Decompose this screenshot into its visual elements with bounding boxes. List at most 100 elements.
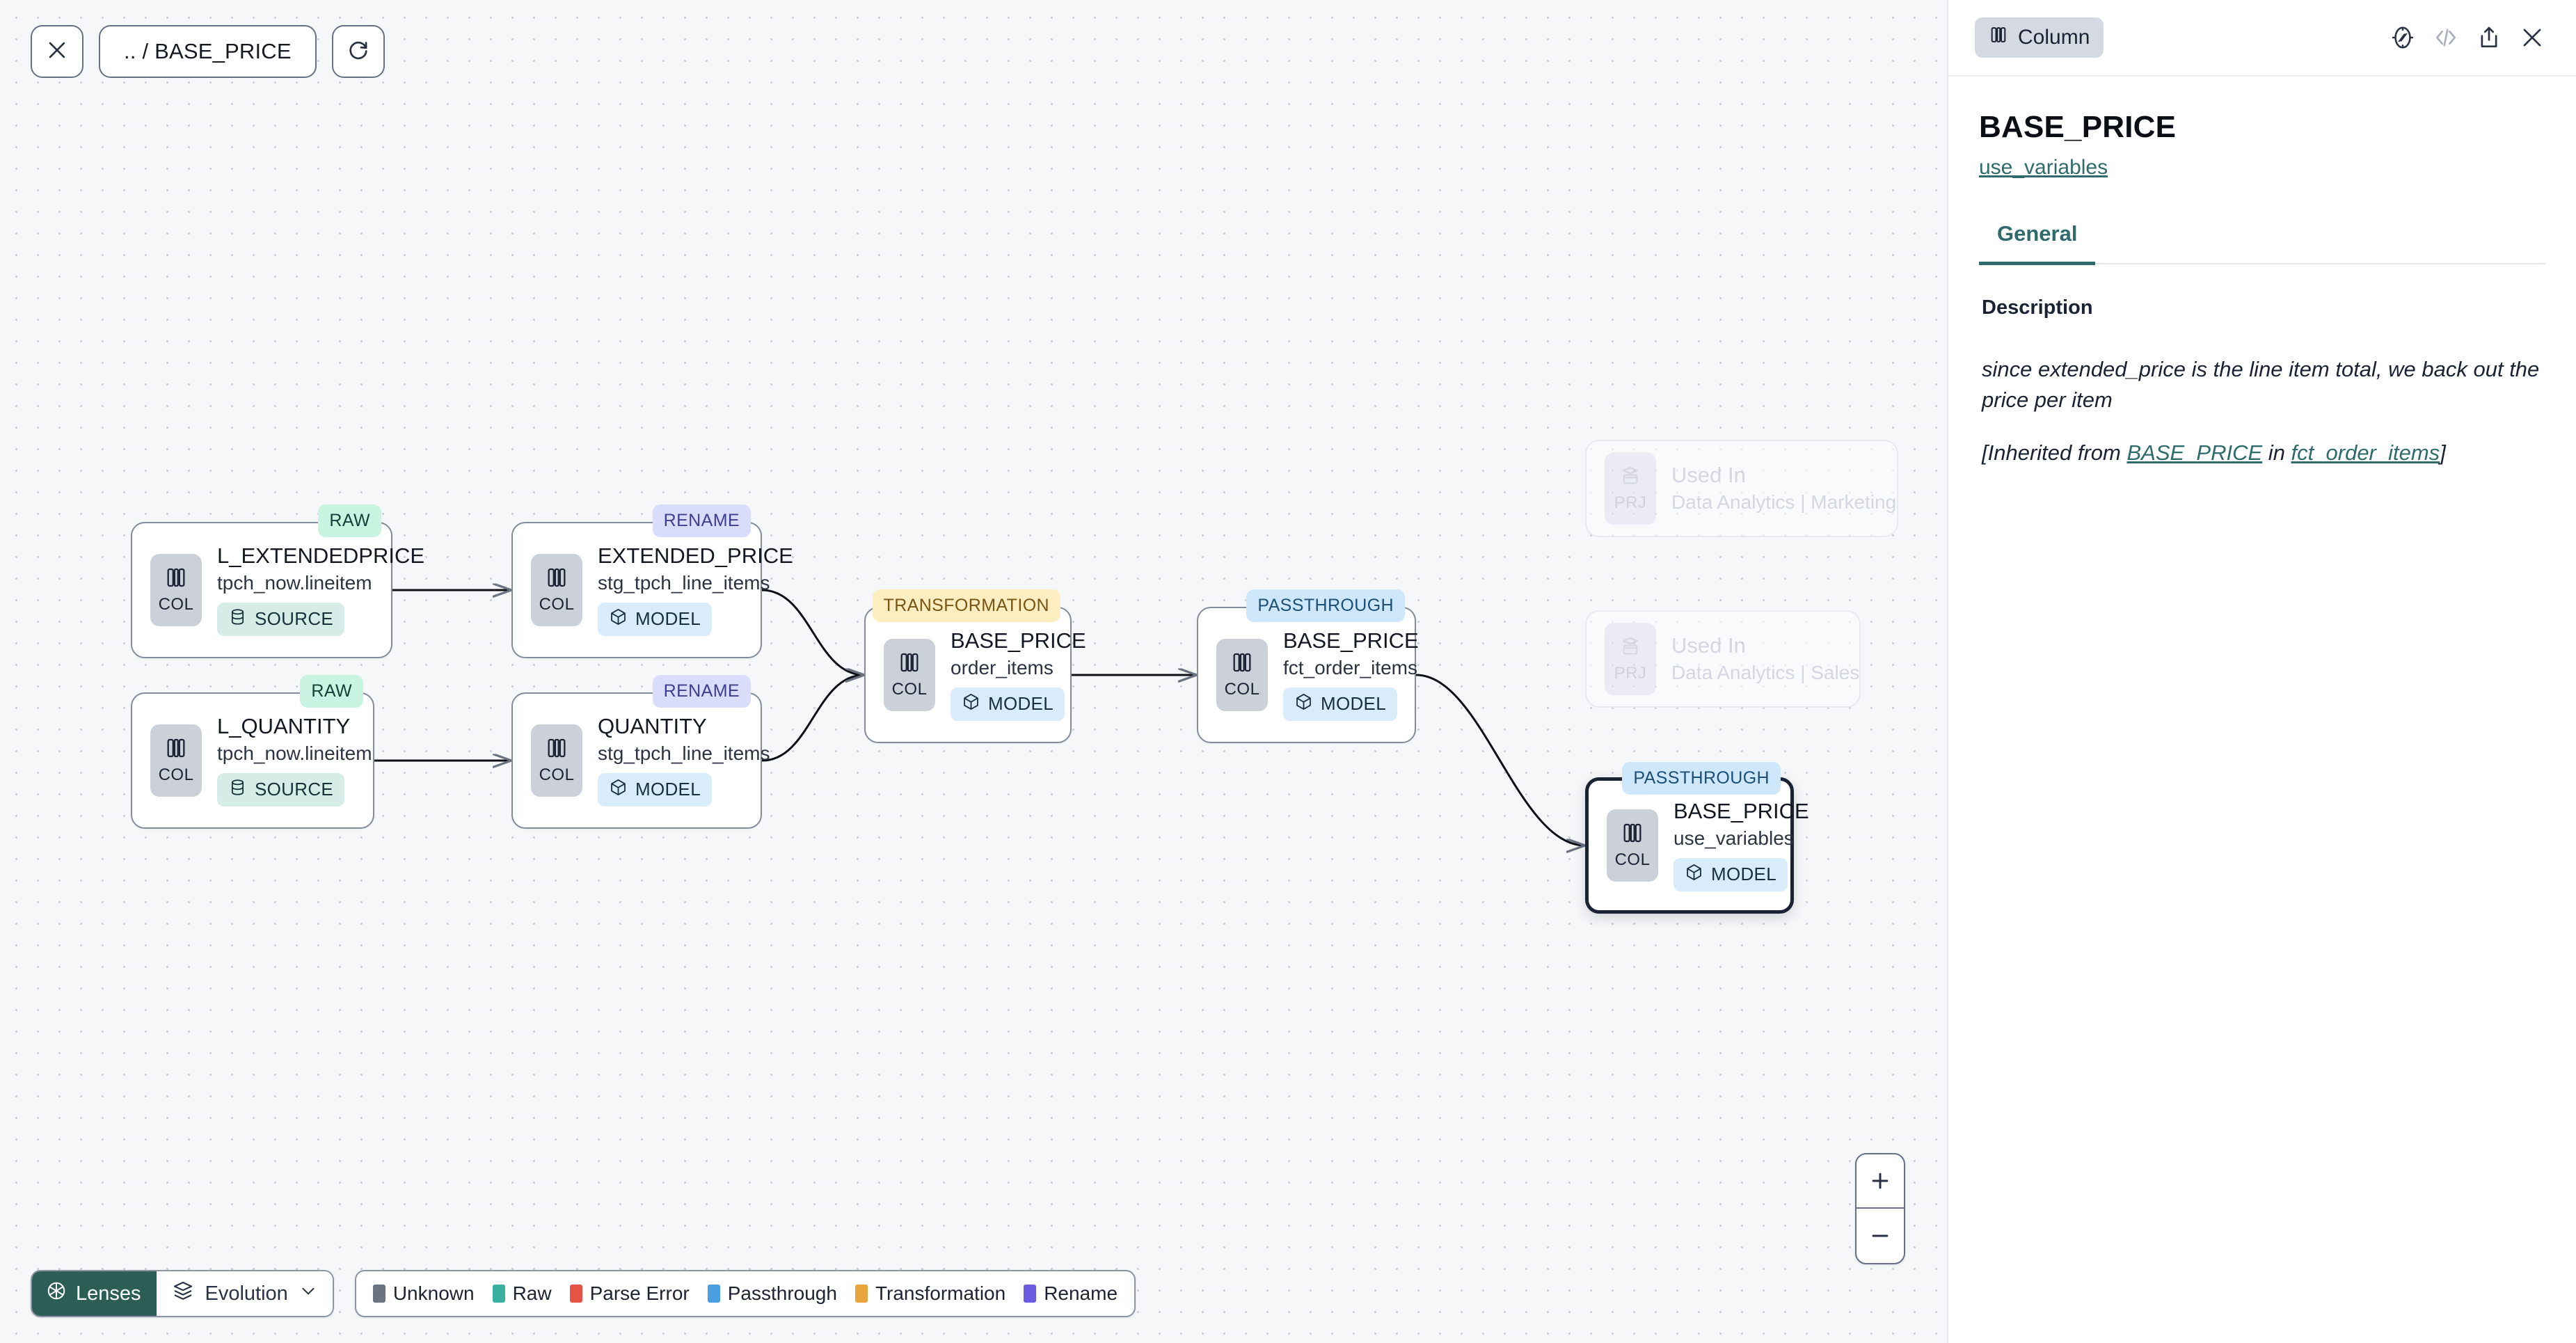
node-title: BASE_PRICE xyxy=(1673,799,1809,824)
node-kind-tag: MODEL xyxy=(951,687,1065,721)
legend-item[interactable]: Passthrough xyxy=(707,1282,837,1305)
legend: Unknown Raw Parse Error Passthrough Transfor… xyxy=(354,1270,1136,1317)
compass-icon[interactable] xyxy=(2390,24,2416,51)
panel-tabs: General xyxy=(1979,221,2545,265)
legend-label: Raw xyxy=(512,1282,552,1304)
share-icon[interactable] xyxy=(2476,24,2502,51)
column-icon xyxy=(164,736,188,763)
close-graph-button[interactable] xyxy=(31,25,84,78)
chevron-down-icon xyxy=(299,1282,317,1305)
entity-type-chip[interactable]: Column xyxy=(1975,17,2104,58)
legend-swatch xyxy=(707,1285,720,1303)
node-type-chip: COL xyxy=(884,639,935,711)
lenses-group: Lenses Evolution xyxy=(31,1270,334,1317)
node-title: Used In xyxy=(1671,463,1746,488)
canvas-toolbar: .. / BASE_PRICE xyxy=(31,25,385,78)
node-subtitle: Data Analytics | Sales xyxy=(1671,662,1860,684)
node-title: BASE_PRICE xyxy=(951,628,1086,653)
bottom-toolbar: Lenses Evolution Unknown Raw Parse Error Pa… xyxy=(31,1270,1136,1317)
plus-icon xyxy=(1872,1173,1889,1189)
cube-icon xyxy=(609,778,628,802)
zoom-controls xyxy=(1855,1153,1905,1264)
legend-swatch xyxy=(492,1285,505,1303)
aperture-icon xyxy=(46,1280,67,1307)
node-type-label: COL xyxy=(158,595,194,614)
legend-label: Parse Error xyxy=(589,1282,690,1304)
node-kind-label: MODEL xyxy=(1321,693,1386,715)
node-type-label: COL xyxy=(539,765,575,784)
inherited-model-link[interactable]: fct_order_items xyxy=(2291,440,2440,466)
inherited-column-link[interactable]: BASE_PRICE xyxy=(2126,440,2263,466)
legend-item[interactable]: Rename xyxy=(1024,1282,1118,1305)
cube-icon xyxy=(962,692,980,716)
node-type-chip: COL xyxy=(150,554,202,626)
column-icon xyxy=(1230,651,1254,678)
legend-swatch xyxy=(1024,1285,1037,1303)
node-title: QUANTITY xyxy=(598,714,707,739)
column-icon xyxy=(545,566,569,593)
node-type-chip: COL xyxy=(150,724,202,797)
node-kind-label: MODEL xyxy=(988,693,1054,715)
entity-type-label: Column xyxy=(2018,26,2090,49)
database-icon xyxy=(228,607,247,631)
code-icon[interactable] xyxy=(2433,24,2459,51)
legend-item[interactable]: Unknown xyxy=(372,1282,475,1305)
description-section: Description since extended_price is the … xyxy=(1948,264,2576,468)
node-type-label: COL xyxy=(539,595,575,614)
zoom-out-button[interactable] xyxy=(1857,1209,1904,1263)
node-title: L_EXTENDEDPRICE xyxy=(217,543,425,569)
tab-general[interactable]: General xyxy=(1979,221,2096,265)
legend-label: Unknown xyxy=(392,1282,475,1304)
close-icon[interactable] xyxy=(2519,24,2545,51)
zoom-in-button[interactable] xyxy=(1857,1154,1904,1209)
breadcrumb[interactable]: .. / BASE_PRICE xyxy=(99,25,317,78)
refresh-button[interactable] xyxy=(331,25,385,78)
node-badge: PASSTHROUGH xyxy=(1246,589,1405,622)
node-type-label: COL xyxy=(891,680,928,699)
node-type-chip: COL xyxy=(1607,809,1658,882)
node-title: BASE_PRICE xyxy=(1283,628,1419,653)
node-type-label: PRJ xyxy=(1614,664,1647,683)
legend-item[interactable]: Raw xyxy=(492,1282,552,1305)
legend-label: Rename xyxy=(1044,1282,1118,1304)
details-panel: Column xyxy=(1947,0,2576,1343)
legend-item[interactable]: Transformation xyxy=(854,1282,1005,1305)
node-subtitle: tpch_now.lineitem xyxy=(217,572,372,594)
node-kind-tag: MODEL xyxy=(1283,687,1397,721)
node-type-chip: PRJ xyxy=(1605,452,1656,525)
node-kind-tag: MODEL xyxy=(598,772,712,806)
inherited-mid: in xyxy=(2262,440,2291,466)
node-subtitle: tpch_now.lineitem xyxy=(217,742,372,765)
node-badge: RENAME xyxy=(652,675,751,708)
parent-model-link[interactable]: use_variables xyxy=(1979,156,2108,179)
lenses-button[interactable]: Lenses xyxy=(32,1271,157,1316)
evolution-dropdown[interactable]: Evolution xyxy=(156,1271,333,1316)
node-kind-label: MODEL xyxy=(1711,864,1776,885)
node-kind-tag: SOURCE xyxy=(217,602,345,636)
node-type-label: COL xyxy=(1614,850,1651,869)
legend-item[interactable]: Parse Error xyxy=(569,1282,690,1305)
node-subtitle: fct_order_items xyxy=(1283,657,1417,679)
node-kind-tag: SOURCE xyxy=(217,772,345,806)
inherited-suffix: ] xyxy=(2440,440,2446,466)
legend-label: Passthrough xyxy=(727,1282,837,1304)
page-title: BASE_PRICE xyxy=(1979,110,2177,144)
project-icon xyxy=(1619,464,1642,491)
node-type-chip: COL xyxy=(1216,639,1268,711)
